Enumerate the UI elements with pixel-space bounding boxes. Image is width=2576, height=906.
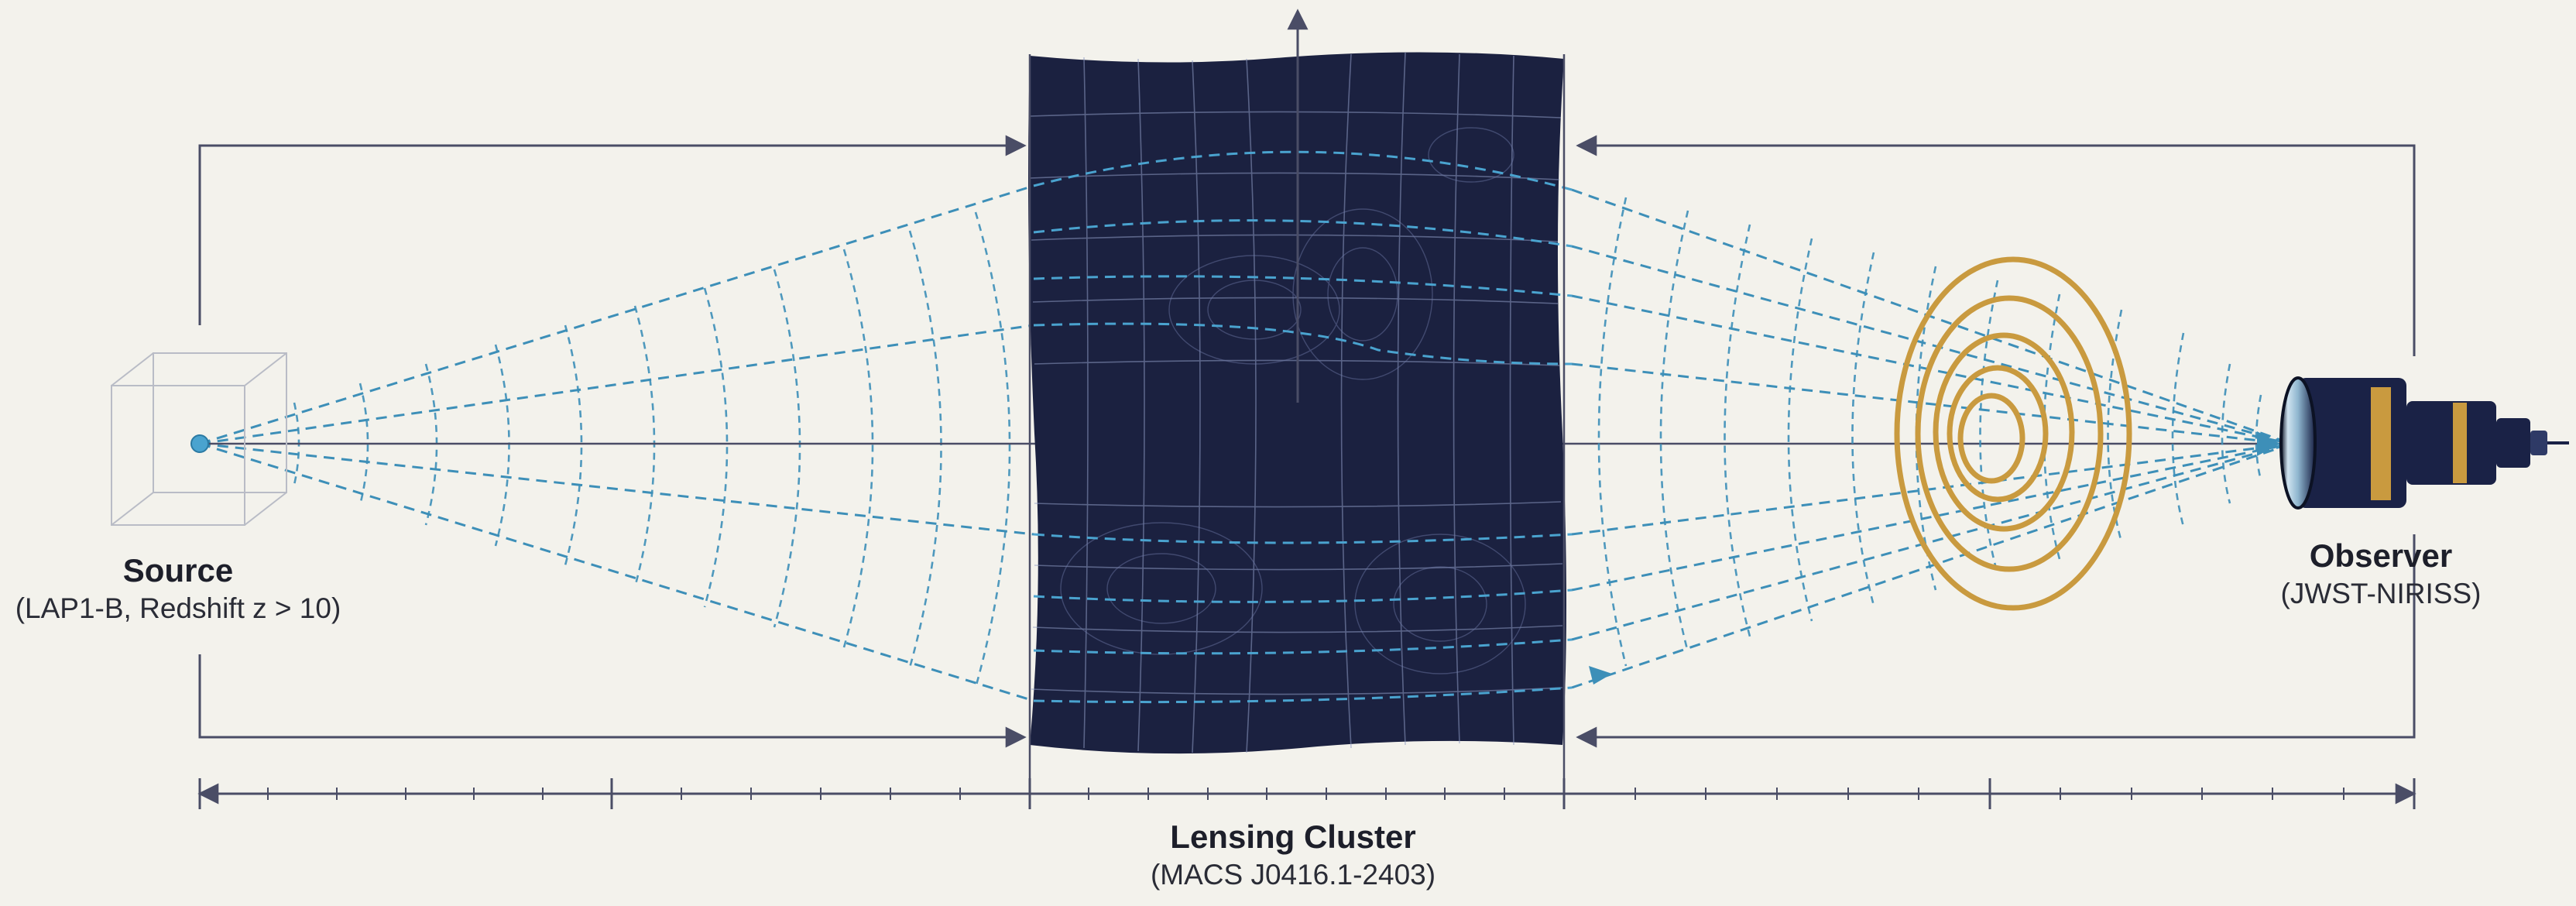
cluster-title: Lensing Cluster	[1170, 818, 1416, 855]
wavefront-arcs-left	[293, 211, 1011, 688]
cluster-boundaries	[1028, 54, 1566, 798]
scale-minor-ticks	[267, 788, 2344, 800]
wavefront-arcs-right	[1597, 197, 2262, 667]
cluster-label: Lensing Cluster (MACS J0416.1-2403)	[1099, 818, 1487, 894]
light-rays-right	[1571, 188, 2281, 689]
observer-subtitle: (JWST-NIRISS)	[2280, 578, 2482, 609]
light-rays-left	[199, 184, 1034, 702]
source-title: Source	[122, 552, 234, 589]
lensing-cluster-panel	[1028, 52, 1573, 754]
telescope-icon	[2279, 376, 2569, 510]
observer-label: Observer (JWST-NIRISS)	[2211, 537, 2551, 613]
ray-arrowhead-marker	[1589, 666, 1612, 685]
cluster-subtitle: (MACS J0416.1-2403)	[1150, 859, 1436, 891]
observer-title: Observer	[2309, 537, 2453, 574]
source-subtitle: (LAP1-B, Redshift z > 10)	[15, 592, 341, 624]
distance-scale-bar	[197, 778, 2417, 809]
frame-lines	[198, 135, 2416, 748]
observer-focus-arrow	[2257, 431, 2280, 456]
source-point	[190, 434, 209, 453]
source-label: Source (LAP1-B, Redshift z > 10)	[0, 551, 356, 627]
wireframe-cube-icon	[111, 352, 287, 526]
einstein-rings	[1894, 256, 2132, 611]
